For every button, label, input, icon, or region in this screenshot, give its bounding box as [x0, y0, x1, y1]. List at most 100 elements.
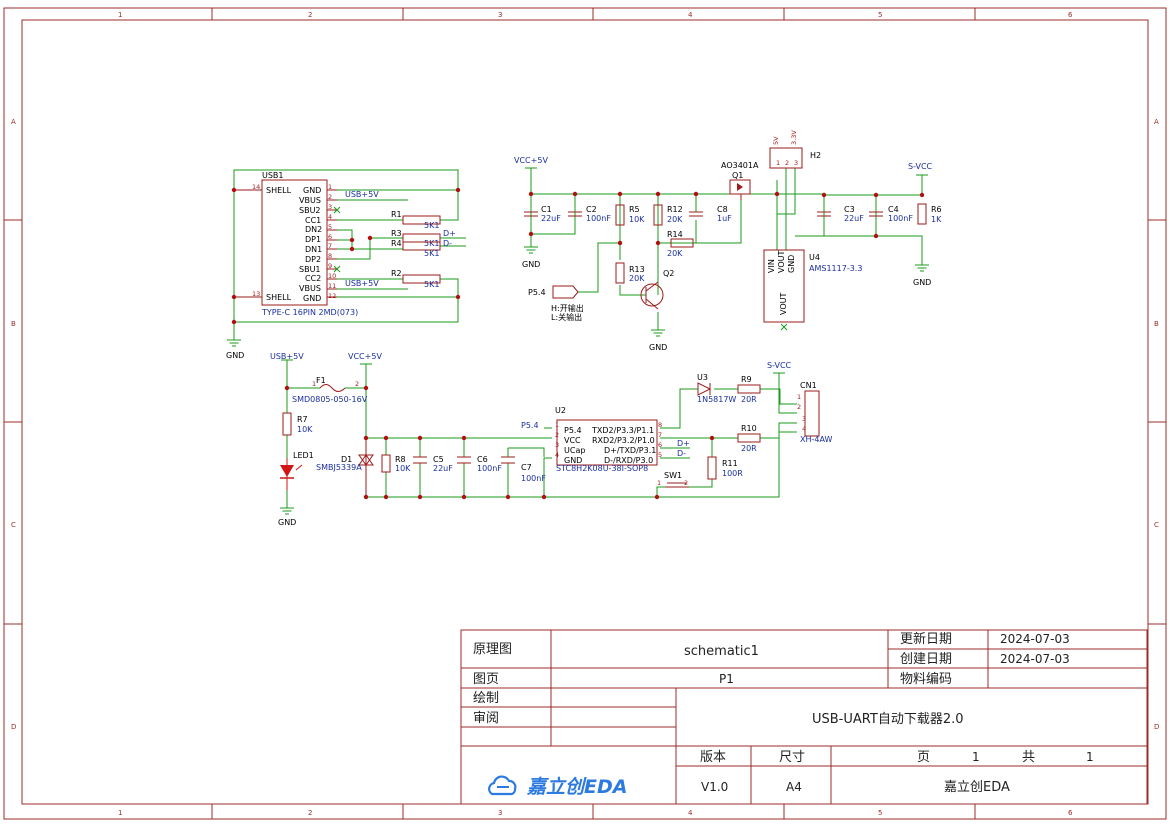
usb1-pin-label: GND: [303, 294, 321, 303]
r14-value: 20K: [667, 249, 683, 258]
usb1-pin-num: 5: [328, 223, 332, 231]
u4-pin-vout: VOUT: [777, 251, 786, 273]
r8-value: 10K: [395, 464, 411, 473]
gnd-label: GND: [278, 518, 296, 527]
net-vcc5v: VCC+5V: [514, 156, 548, 165]
d1-tvs: D1 SMBJ5339A: [316, 438, 374, 497]
svg-text:1: 1: [312, 380, 316, 388]
r2-ref: R2: [391, 269, 402, 278]
h2-jumper[interactable]: 5V 3.3V 1 2 3 H2: [769, 130, 821, 169]
u2-pin-label: D+/TXD/P3.1: [604, 446, 656, 455]
col-label: 6: [1068, 809, 1073, 817]
usb1-pin-label: SBU1: [299, 265, 321, 274]
usb1-pin-num: 6: [328, 233, 332, 241]
ground-symbol: [280, 507, 294, 515]
usb1-pin-label: DN2: [305, 225, 322, 234]
net-svcc: S-VCC: [908, 162, 933, 171]
mcu-junctions: [284, 385, 715, 500]
u2-pin-num: 5: [658, 451, 662, 459]
usb1-pin-label: DN1: [305, 245, 322, 254]
ground-symbol: [524, 246, 538, 254]
col-label: 2: [308, 809, 312, 817]
sw1-pin-num: 2: [684, 479, 688, 487]
sw1-button[interactable]: SW1 1 2: [657, 471, 689, 488]
u2-pin-label: RXD2/P3.2/P1.0: [592, 436, 655, 445]
row-label: C: [11, 521, 16, 529]
tb-label-total: 共: [1022, 750, 1035, 765]
tb-company: 嘉立创EDA: [944, 780, 1010, 795]
u2-mcu[interactable]: U2 P5.4 P5.4 VCC UCap GND 1 2 3 4 TXD2/P…: [521, 406, 662, 473]
usb1-pin-shell: SHELL: [266, 186, 292, 195]
logo-text: 嘉立创EDA: [526, 776, 627, 798]
col-label: 6: [1068, 11, 1073, 19]
tb-label-version: 版本: [700, 750, 726, 765]
col-label: 5: [878, 809, 882, 817]
usb1-pin-shell: SHELL: [266, 293, 292, 302]
f1-ref: F1: [316, 376, 326, 385]
usb1-pin-num: 13: [252, 290, 260, 298]
c1-value: 22uF: [541, 214, 561, 223]
c1-capacitor: C1 22uF: [524, 205, 561, 223]
usb1-pin-label: DP1: [305, 235, 321, 244]
usb1-pin-num: 4: [328, 213, 332, 221]
r14-resistor: R14 20K: [667, 230, 694, 258]
usb1-connector[interactable]: USB1 TYPE-C 16PIN 2MD(073) SHELL SHELL 1…: [234, 171, 358, 317]
u4-ref: U4: [809, 253, 820, 262]
c8-ref: C8: [717, 205, 728, 214]
power-junctions: [528, 191, 925, 246]
tb-page-no: 1: [972, 750, 980, 764]
r11-ref: R11: [722, 459, 738, 468]
c4-value: 100nF: [888, 214, 913, 223]
u2-ref: U2: [555, 406, 566, 415]
ground-symbol: [651, 329, 665, 337]
usb1-ref: USB1: [262, 171, 284, 180]
col-label: 1: [118, 809, 122, 817]
tb-label-updated: 更新日期: [900, 631, 952, 647]
usb1-pin-num: 10: [328, 272, 336, 280]
tb-updated-date: 2024-07-03: [1000, 632, 1070, 646]
sheet-border: [3, 7, 1167, 820]
r11-value: 100R: [722, 469, 743, 478]
usb-ground-symbol: [227, 339, 241, 347]
h2-ref: H2: [810, 151, 821, 160]
usb1-value: TYPE-C 16PIN 2MD(073): [261, 308, 358, 317]
r3-ref: R3: [391, 229, 402, 238]
u2-pin-num: 4: [555, 451, 559, 459]
usb1-pin-num: 1: [328, 183, 332, 191]
r5-value: 10K: [629, 215, 645, 224]
p54-note-low: L:关输出: [551, 312, 582, 322]
col-label: 4: [688, 809, 693, 817]
col-label: 2: [308, 11, 312, 19]
row-label: B: [11, 320, 16, 328]
u4-pin-gnd: GND: [787, 255, 796, 273]
q2-npn: Q2: [640, 269, 674, 310]
led1-indicator: LED1: [280, 451, 314, 490]
net-dplus: D+: [677, 439, 690, 448]
r9-ref: R9: [741, 375, 752, 384]
u2-pin-label: TXD2/P3.3/P1.1: [591, 426, 654, 435]
r1-ref: R1: [391, 210, 402, 219]
usb1-pin-num: 14: [252, 183, 260, 191]
row-label: A: [11, 118, 16, 126]
c6-ref: C6: [477, 455, 488, 464]
u3-value: 1N5817W: [697, 395, 736, 404]
r12-resistor: R12 20K: [653, 204, 683, 226]
usb1-pin-num: 2: [328, 193, 332, 201]
usb1-pin-label: GND: [303, 186, 321, 195]
net-usb5v: USB+5V: [345, 190, 379, 199]
tb-label-review: 审阅: [473, 711, 499, 726]
col-label: 3: [498, 11, 502, 19]
net-dplus: D+: [443, 229, 456, 238]
h2-pin-33v: 3.3V: [790, 130, 798, 145]
usb1-pin-label: SBU2: [299, 206, 321, 215]
border-row-labels: A B C D A B C D: [11, 118, 1159, 731]
u2-pin-label: UCap: [564, 446, 585, 455]
power-switch-wiring: [530, 168, 923, 330]
cn1-connector[interactable]: CN1 1 2 3 4 XH-4AW: [797, 381, 833, 444]
r7-resistor: R7 10K: [282, 412, 313, 436]
col-label: 3: [498, 809, 502, 817]
row-label: B: [1154, 320, 1159, 328]
cn1-value: XH-4AW: [800, 435, 833, 444]
r12-ref: R12: [667, 205, 683, 214]
